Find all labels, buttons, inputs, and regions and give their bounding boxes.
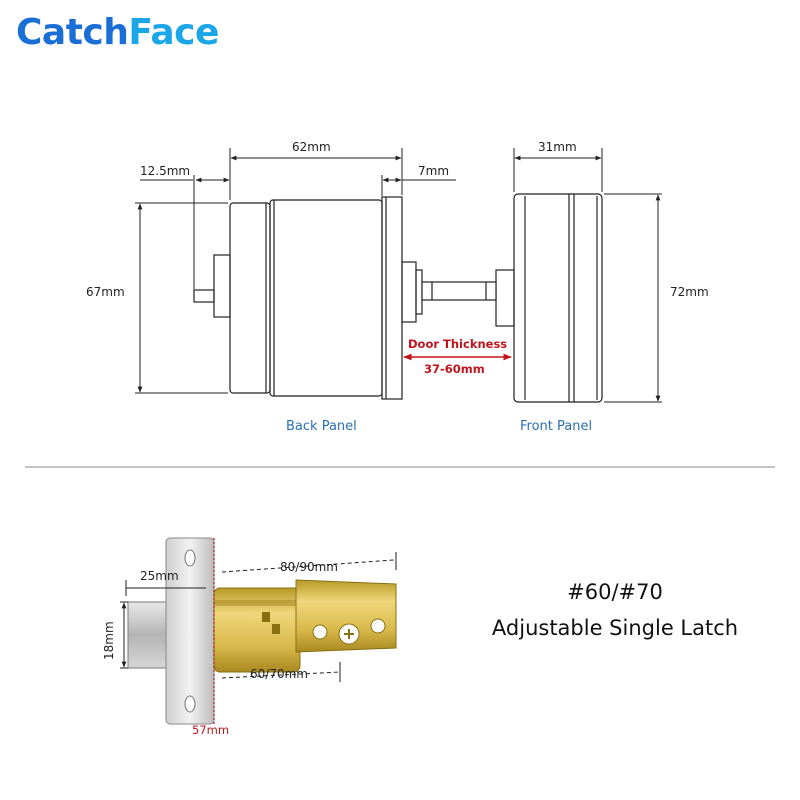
back-panel-flange: [381, 196, 403, 400]
door-thickness-value: 37-60mm: [424, 362, 485, 376]
back-panel-drawing: [193, 196, 423, 400]
dim-80-90mm: 80/90mm: [280, 560, 338, 574]
front-panel-drawing: [495, 193, 603, 403]
dim-72mm: 72mm: [670, 285, 709, 299]
dim-12-5mm: 12.5mm: [140, 164, 190, 178]
dim-18mm: 18mm: [102, 621, 116, 660]
connecting-spindle: [421, 281, 497, 301]
front-panel-spindle-mount: [495, 269, 515, 327]
dim-25mm: 25mm: [140, 569, 179, 583]
latch-hole-2: [370, 618, 386, 634]
back-panel-front-section: [229, 202, 271, 394]
dim-62mm: 62mm: [292, 140, 331, 154]
back-panel-spindle-mount: [401, 261, 417, 323]
faceplate-screw-hole-top: [184, 549, 196, 567]
latch-description: Adjustable Single Latch: [491, 616, 739, 640]
door-thickness-label: Door Thickness: [408, 337, 507, 351]
front-panel-body: [513, 193, 603, 403]
dim-31mm: 31mm: [538, 140, 577, 154]
brand-logo-part1: Catch: [16, 12, 129, 53]
latch-model: #60/#70: [567, 580, 663, 604]
back-panel-spindle-stub: [193, 289, 215, 303]
latch-hole-1: [312, 624, 328, 640]
dim-60-70mm: 60/70mm: [250, 667, 308, 681]
faceplate-screw-hole-bottom: [184, 695, 196, 713]
back-panel-boss: [213, 254, 231, 318]
dim-57mm: 57mm: [192, 723, 229, 737]
brand-logo-part2: Face: [128, 12, 219, 53]
back-panel-body: [269, 199, 383, 397]
dim-7mm: 7mm: [418, 164, 449, 178]
dim-67mm: 67mm: [86, 285, 125, 299]
latch-drawing: [127, 537, 397, 725]
brand-logo: CatchFace: [16, 12, 219, 53]
front-panel-label: Front Panel: [520, 419, 592, 434]
back-panel-label: Back Panel: [286, 419, 357, 434]
